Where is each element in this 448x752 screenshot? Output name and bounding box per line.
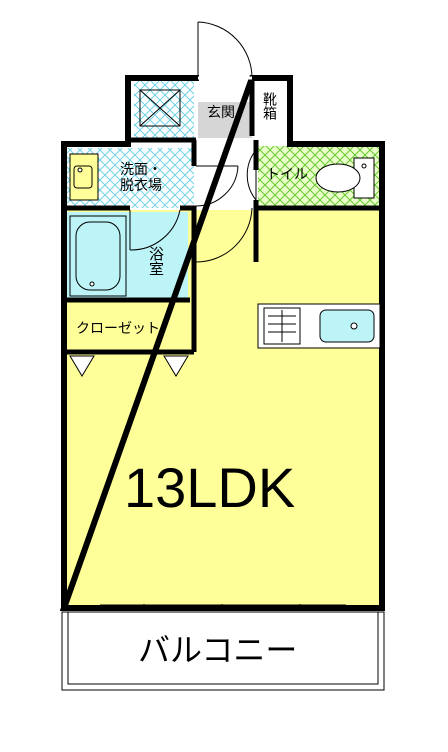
washroom-label: 洗面・脱衣場	[120, 162, 162, 194]
washroom-sink	[69, 153, 99, 201]
bathtub	[69, 215, 127, 297]
toilet-label: トイル	[266, 167, 308, 183]
closet-doors	[69, 355, 189, 377]
entrance-door	[197, 21, 253, 80]
washroom-door	[129, 165, 253, 263]
balcony-label: バルコニー	[138, 631, 298, 669]
window	[100, 604, 346, 611]
toilet-door	[246, 149, 257, 206]
bathroom-label: 浴室	[147, 246, 165, 276]
ldk-label: 13LDK	[124, 456, 296, 519]
balcony	[61, 611, 385, 691]
walls	[59, 75, 385, 611]
toilet-fixture	[315, 157, 375, 199]
entrance-label: 玄関	[207, 105, 235, 121]
shoe-box-label: 靴箱	[261, 92, 277, 120]
storage-box	[139, 89, 181, 127]
closet-label: クローゼット	[76, 321, 160, 337]
interior-walls	[64, 80, 380, 355]
storage-hatch	[134, 80, 194, 138]
kitchen-counter	[257, 303, 381, 349]
